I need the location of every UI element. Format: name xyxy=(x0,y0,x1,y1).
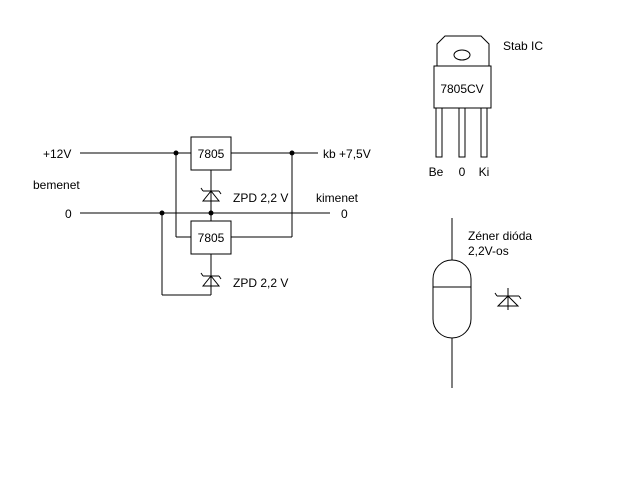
ic-pin-label-ki: Ki xyxy=(479,165,490,179)
regulator-bottom: 7805 xyxy=(190,220,232,255)
output-voltage-label: kb +7,5V xyxy=(323,147,371,161)
ic-pin-middle xyxy=(458,107,466,158)
ic-caption: Stab IC xyxy=(503,39,543,53)
schematic-wires xyxy=(80,152,330,296)
ic-pin-label-be: Be xyxy=(429,165,444,179)
input-voltage-label: +12V xyxy=(43,147,71,161)
ic-pin-label-0: 0 xyxy=(459,165,466,179)
zener-top-label: ZPD 2,2 V xyxy=(233,191,288,205)
zener-diode-bottom-symbol xyxy=(200,272,222,287)
junction-dots xyxy=(159,150,295,216)
ic-pin-left xyxy=(435,107,443,158)
regulator-top-label: 7805 xyxy=(198,147,225,161)
ic-pin-right xyxy=(480,107,488,158)
output-label: kimenet xyxy=(316,191,359,205)
zener-diode-top-symbol xyxy=(200,187,222,202)
zener-diode-component xyxy=(432,218,472,388)
output-ground-label: 0 xyxy=(341,207,348,221)
zener-caption-line2: 2,2V-os xyxy=(468,244,509,258)
ic-part-number: 7805CV xyxy=(440,82,483,96)
input-label: bemenet xyxy=(33,178,80,192)
ic-package: 7805CV xyxy=(433,35,492,158)
zener-bottom-label: ZPD 2,2 V xyxy=(233,276,288,290)
regulator-top: 7805 xyxy=(190,136,232,171)
zener-symbol-icon xyxy=(494,288,522,310)
regulator-bottom-label: 7805 xyxy=(198,231,225,245)
zener-caption-line1: Zéner dióda xyxy=(468,229,532,243)
mounting-hole xyxy=(453,49,471,61)
input-ground-label: 0 xyxy=(65,207,72,221)
